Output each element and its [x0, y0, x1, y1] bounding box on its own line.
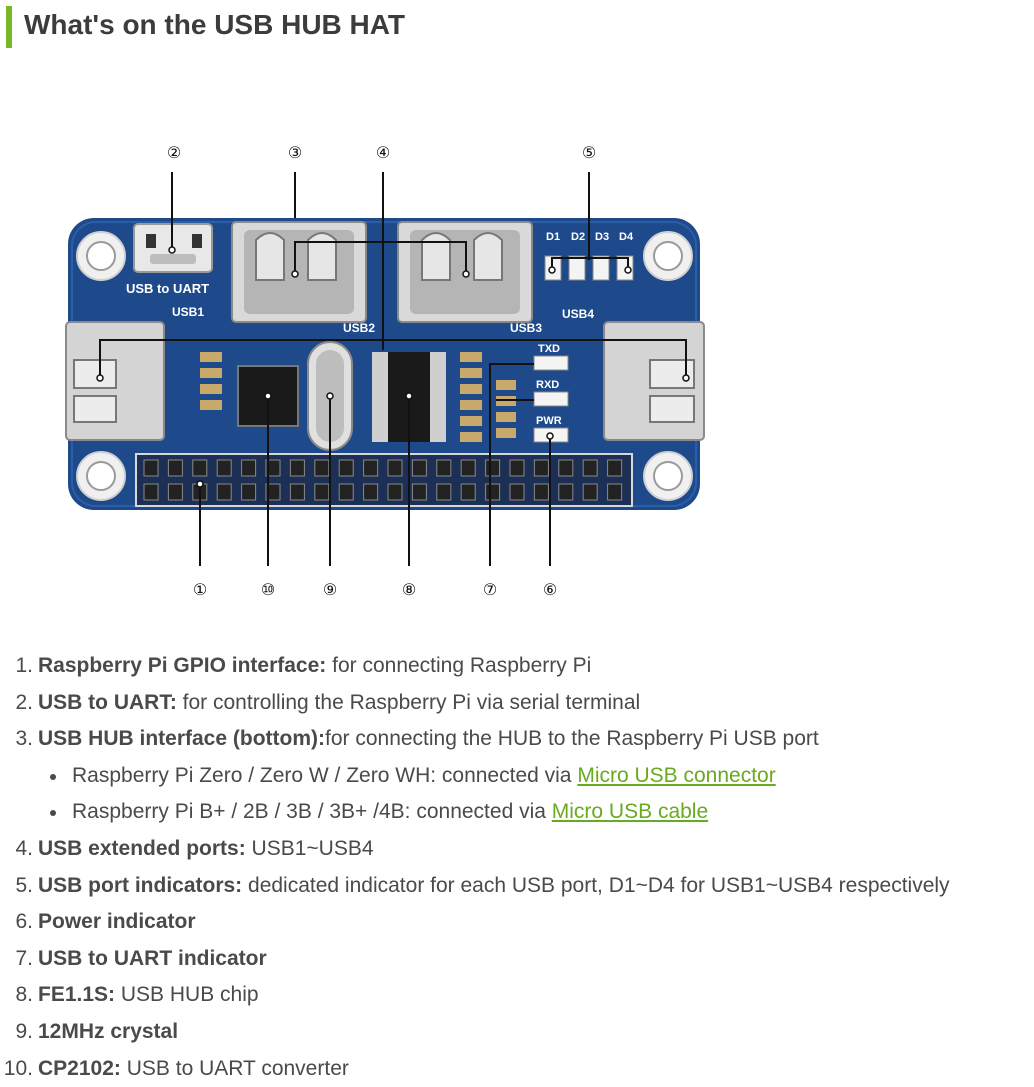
callout-1: ①	[193, 580, 207, 599]
sub-list-container: Raspberry Pi Zero / Zero W / Zero WH: co…	[0, 758, 1034, 831]
sub-list-item: Raspberry Pi B+ / 2B / 3B / 3B+ /4B: con…	[0, 794, 1034, 831]
gpio-pin	[387, 459, 403, 477]
mounting-holes	[76, 231, 693, 501]
gpio-pin	[387, 483, 403, 501]
list-item: 9.12MHz crystal	[15, 1019, 179, 1043]
gpio-pin	[363, 483, 379, 501]
label-usb4: USB4	[562, 307, 594, 321]
gpio-pin	[216, 459, 232, 477]
gpio-pin	[558, 483, 574, 501]
list-item: 3.USB HUB interface (bottom):for connect…	[15, 727, 819, 751]
gpio-pin	[192, 459, 208, 477]
gpio-pin	[411, 459, 427, 477]
label-d1: D1	[546, 231, 560, 243]
label-usb3: USB3	[510, 321, 542, 335]
label-d3: D3	[595, 231, 609, 243]
gpio-pin	[436, 459, 452, 477]
gpio-pin	[314, 483, 330, 501]
gpio-pin	[485, 459, 501, 477]
gpio-pin	[363, 459, 379, 477]
feature-list: 1.Raspberry Pi GPIO interface: for conne…	[0, 648, 1034, 1087]
micro-usb-connector-link[interactable]: Micro USB connector	[577, 763, 776, 787]
list-item: 10.CP2102: USB to UART converter	[3, 1056, 349, 1080]
gpio-pin	[167, 459, 183, 477]
callout-3: ③	[288, 143, 302, 162]
rxd-led	[533, 391, 569, 407]
board-diagram: ② ③ ④ ⑤ ① ⑩ ⑨ ⑧ ⑦ ⑥ USB to UART	[0, 130, 1034, 610]
list-item: 7.USB to UART indicator	[15, 946, 267, 970]
list-item: 6.Power indicator	[15, 910, 196, 934]
callout-8: ⑧	[402, 580, 416, 599]
callout-10: ⑩	[261, 580, 275, 599]
list-item: 2.USB to UART: for controlling the Raspb…	[15, 690, 641, 714]
callout-5: ⑤	[582, 143, 596, 162]
label-pwr: PWR	[536, 415, 562, 427]
gpio-pin	[241, 483, 257, 501]
label-usb2: USB2	[343, 321, 375, 335]
list-item: 5.USB port indicators: dedicated indicat…	[15, 873, 950, 897]
gpio-pin	[509, 459, 525, 477]
callout-7: ⑦	[483, 580, 497, 599]
gpio-pin	[216, 483, 232, 501]
gpio-pin	[485, 483, 501, 501]
callout-9: ⑨	[323, 580, 337, 599]
gpio-pin	[533, 459, 549, 477]
gpio-pin	[143, 483, 159, 501]
gpio-pin	[509, 483, 525, 501]
gpio-pin	[143, 459, 159, 477]
gpio-header	[135, 453, 633, 507]
gpio-pin	[265, 483, 281, 501]
list-item: 4.USB extended ports: USB1~USB4	[15, 836, 374, 860]
gpio-pin	[411, 483, 427, 501]
gpio-pin	[314, 459, 330, 477]
gpio-pin	[338, 459, 354, 477]
callout-lines	[99, 172, 687, 566]
usb1-port	[65, 321, 165, 441]
page-heading: What's on the USB HUB HAT	[6, 6, 405, 48]
gpio-pin	[582, 459, 598, 477]
label-usb-to-uart: USB to UART	[126, 281, 209, 296]
gpio-pin	[533, 483, 549, 501]
callout-6: ⑥	[543, 580, 557, 599]
gpio-pin	[289, 483, 305, 501]
label-rxd: RXD	[536, 379, 559, 391]
gpio-pin	[338, 483, 354, 501]
list-item: 1.Raspberry Pi GPIO interface: for conne…	[15, 654, 592, 677]
list-item: 8.FE1.1S: USB HUB chip	[15, 983, 259, 1007]
gpio-pin	[436, 483, 452, 501]
gpio-pin	[558, 459, 574, 477]
usb4-port	[603, 321, 705, 441]
board-illustration: ② ③ ④ ⑤ ① ⑩ ⑨ ⑧ ⑦ ⑥ USB to UART	[65, 143, 705, 599]
gpio-pin	[241, 459, 257, 477]
usb2-port	[231, 221, 367, 323]
gpio-pin	[460, 483, 476, 501]
callout-4: ④	[376, 143, 390, 162]
callout-dots	[96, 246, 690, 488]
label-txd: TXD	[538, 343, 560, 355]
label-d4: D4	[619, 231, 634, 243]
txd-led	[533, 355, 569, 371]
gpio-pin	[607, 483, 623, 501]
gpio-pin	[582, 483, 598, 501]
gpio-pin	[265, 459, 281, 477]
micro-usb-cable-link[interactable]: Micro USB cable	[551, 800, 709, 824]
gpio-pin	[289, 459, 305, 477]
callout-2: ②	[167, 143, 181, 162]
gpio-pin	[167, 483, 183, 501]
label-d2: D2	[571, 231, 585, 243]
sub-list-item: Raspberry Pi Zero / Zero W / Zero WH: co…	[0, 758, 1034, 795]
gpio-pin	[607, 459, 623, 477]
gpio-pin	[460, 459, 476, 477]
label-usb1: USB1	[172, 305, 204, 319]
